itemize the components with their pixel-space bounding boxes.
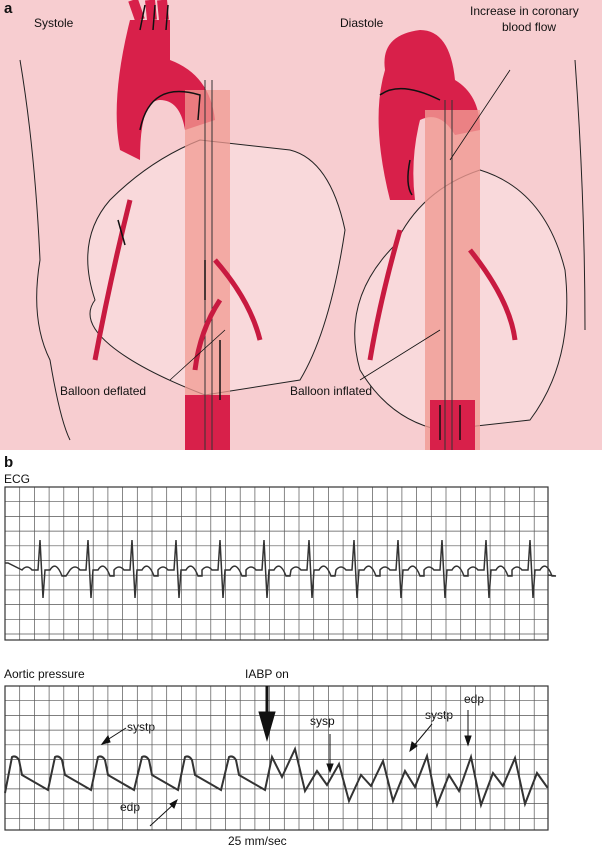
- panel-b-letter: b: [4, 454, 14, 471]
- coronary-flow-label-2: blood flow: [502, 20, 557, 34]
- heart-iabp-illustration: [19, 0, 586, 450]
- grid-border: [4, 486, 549, 641]
- aortic-pressure-trace: [4, 745, 548, 809]
- sysp-label: sysp: [310, 714, 335, 728]
- iabp-on-arrow-icon: [258, 711, 276, 742]
- aortic-grid: [4, 685, 549, 831]
- grid-lines: [4, 685, 548, 830]
- annotation-arrows: [100, 686, 472, 827]
- coronary-flow-label-1: Increase in coronary: [470, 4, 579, 18]
- aortic-pressure-label: Aortic pressure: [4, 667, 85, 681]
- systole-label: Systole: [34, 16, 74, 30]
- diastole-label: Diastole: [340, 16, 384, 30]
- grid-border: [4, 685, 549, 831]
- panel-a-letter: a: [4, 0, 13, 17]
- edp-label-right: edp: [464, 692, 485, 706]
- balloon-deflated-label: Balloon deflated: [60, 384, 147, 398]
- systp-label-left: systp: [127, 720, 156, 734]
- ecg-trace: [5, 539, 557, 599]
- edp-label-left: edp: [120, 800, 141, 814]
- iabp-on-label: IABP on: [245, 667, 289, 681]
- panel-a-illustration: a Systole Diastole Increase in coronary …: [0, 0, 602, 450]
- balloon-inflated-label: Balloon inflated: [290, 384, 373, 398]
- systp-label-right: systp: [425, 708, 454, 722]
- ecg-grid: [4, 486, 549, 641]
- speed-label: 25 mm/sec: [228, 834, 287, 848]
- ecg-label: ECG: [4, 472, 31, 486]
- grid-lines: [4, 486, 548, 640]
